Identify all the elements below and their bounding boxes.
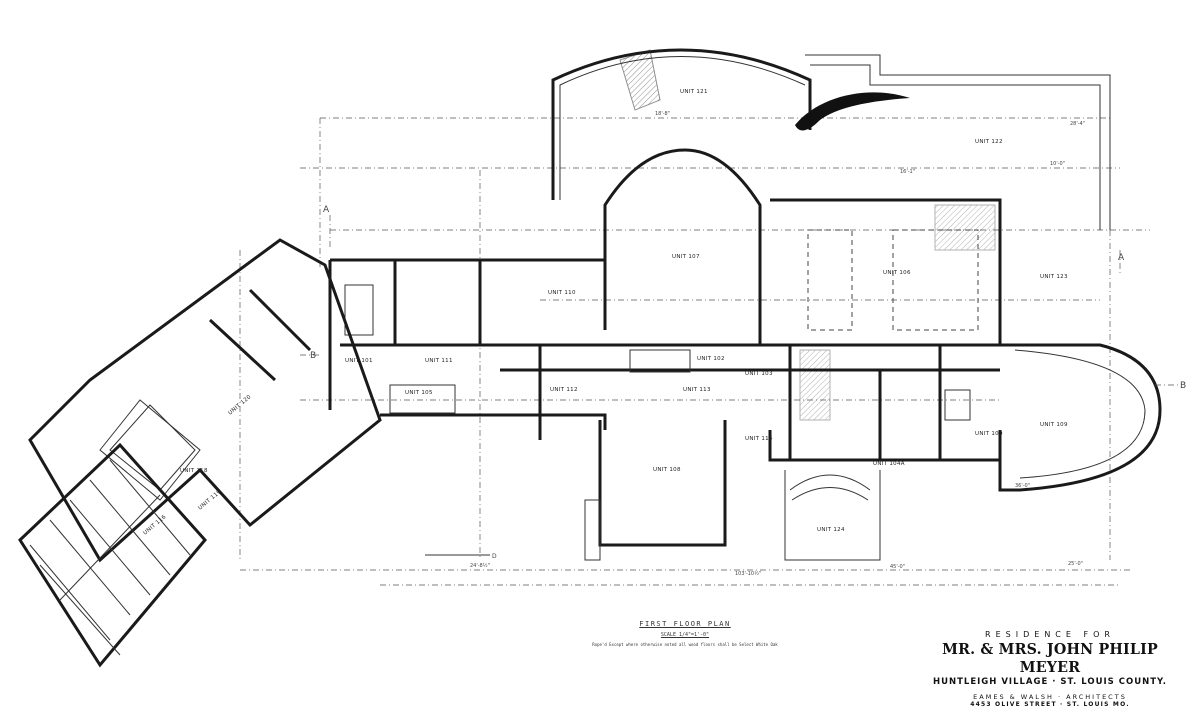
unit-label: UNIT 113 [683, 387, 711, 393]
drawing-note: Rope'd Except where otherwise noted all … [592, 642, 778, 647]
unit-label: UNIT 102 [697, 356, 725, 362]
unit-labels: UNIT 121 UNIT 122 UNIT 107 UNIT 106 UNIT… [142, 89, 1068, 537]
client-name: MR. & MRS. JOHN PHILIP MEYER [942, 640, 1158, 676]
svg-text:45'-0": 45'-0" [890, 564, 905, 570]
svg-text:A: A [1118, 253, 1125, 263]
address: 4453 OLIVE STREET · ST. LOUIS MO. [970, 701, 1130, 708]
svg-text:B: B [310, 351, 316, 361]
unit-label: UNIT 119 [197, 489, 222, 512]
unit-label: UNIT 108 [653, 467, 681, 473]
unit-label: UNIT 114 [745, 436, 773, 442]
unit-label: UNIT 112 [550, 387, 578, 393]
section-markers: A A B B D [300, 205, 1186, 560]
title-block: RESIDENCE FOR MR. & MRS. JOHN PHILIP MEY… [925, 630, 1175, 708]
svg-text:D: D [492, 553, 497, 560]
garage-roof [18, 442, 207, 668]
unit-label: UNIT 118 [180, 468, 208, 474]
stairs [344, 284, 971, 421]
unit-label: UNIT 107 [672, 254, 700, 260]
svg-text:103'-10½": 103'-10½" [735, 570, 761, 577]
title-line: RESIDENCE FOR [985, 630, 1115, 639]
dimension-lines [239, 100, 1150, 586]
unit-label: UNIT 110 [548, 290, 576, 296]
drawing-scale: SCALE 1/4"=1'-0" [660, 632, 710, 638]
svg-text:A: A [323, 205, 330, 215]
unit-label: UNIT 121 [680, 89, 708, 95]
unit-label: UNIT 100 [975, 431, 1003, 437]
house-walls [328, 148, 1162, 561]
dimension-labels: 25'-0" 28'-4" 16'-1" 18'-8" 10'-0" 24'-8… [470, 111, 1085, 577]
unit-label: UNIT 104A [873, 461, 905, 467]
angled-wing [28, 238, 382, 563]
svg-text:24'-8½": 24'-8½" [470, 562, 490, 569]
svg-text:B: B [1180, 381, 1186, 391]
unit-label: UNIT 105 [405, 390, 433, 396]
rug-outline [807, 229, 853, 331]
unit-label: UNIT 122 [975, 139, 1003, 145]
rug-outline [892, 229, 979, 331]
svg-text:16'-1": 16'-1" [900, 169, 915, 175]
svg-text:36'-0": 36'-0" [1015, 483, 1030, 489]
architects: EAMES & WALSH · ARCHITECTS [973, 693, 1127, 701]
drawing-title: FIRST FLOOR PLAN [639, 620, 731, 628]
svg-text:10'-0": 10'-0" [1050, 161, 1065, 167]
ink-smudge [795, 92, 910, 131]
terrace-unit-121 [551, 48, 1111, 230]
location: HUNTLEIGH VILLAGE · ST. LOUIS COUNTY. [932, 677, 1167, 687]
unit-label: UNIT 124 [817, 527, 845, 533]
svg-text:18'-8": 18'-8" [655, 111, 670, 117]
unit-label: UNIT 111 [425, 358, 453, 364]
unit-label: UNIT 109 [1040, 422, 1068, 428]
unit-label: UNIT 106 [883, 270, 911, 276]
drawing-caption: FIRST FLOOR PLAN SCALE 1/4"=1'-0" Rope'd… [585, 620, 785, 647]
unit-label: UNIT 123 [1040, 274, 1068, 280]
unit-label: UNIT 101 [345, 358, 373, 364]
svg-text:28'-4": 28'-4" [1070, 121, 1085, 127]
unit-label: UNIT 103 [745, 371, 773, 377]
svg-text:25'-0": 25'-0" [1068, 561, 1083, 567]
